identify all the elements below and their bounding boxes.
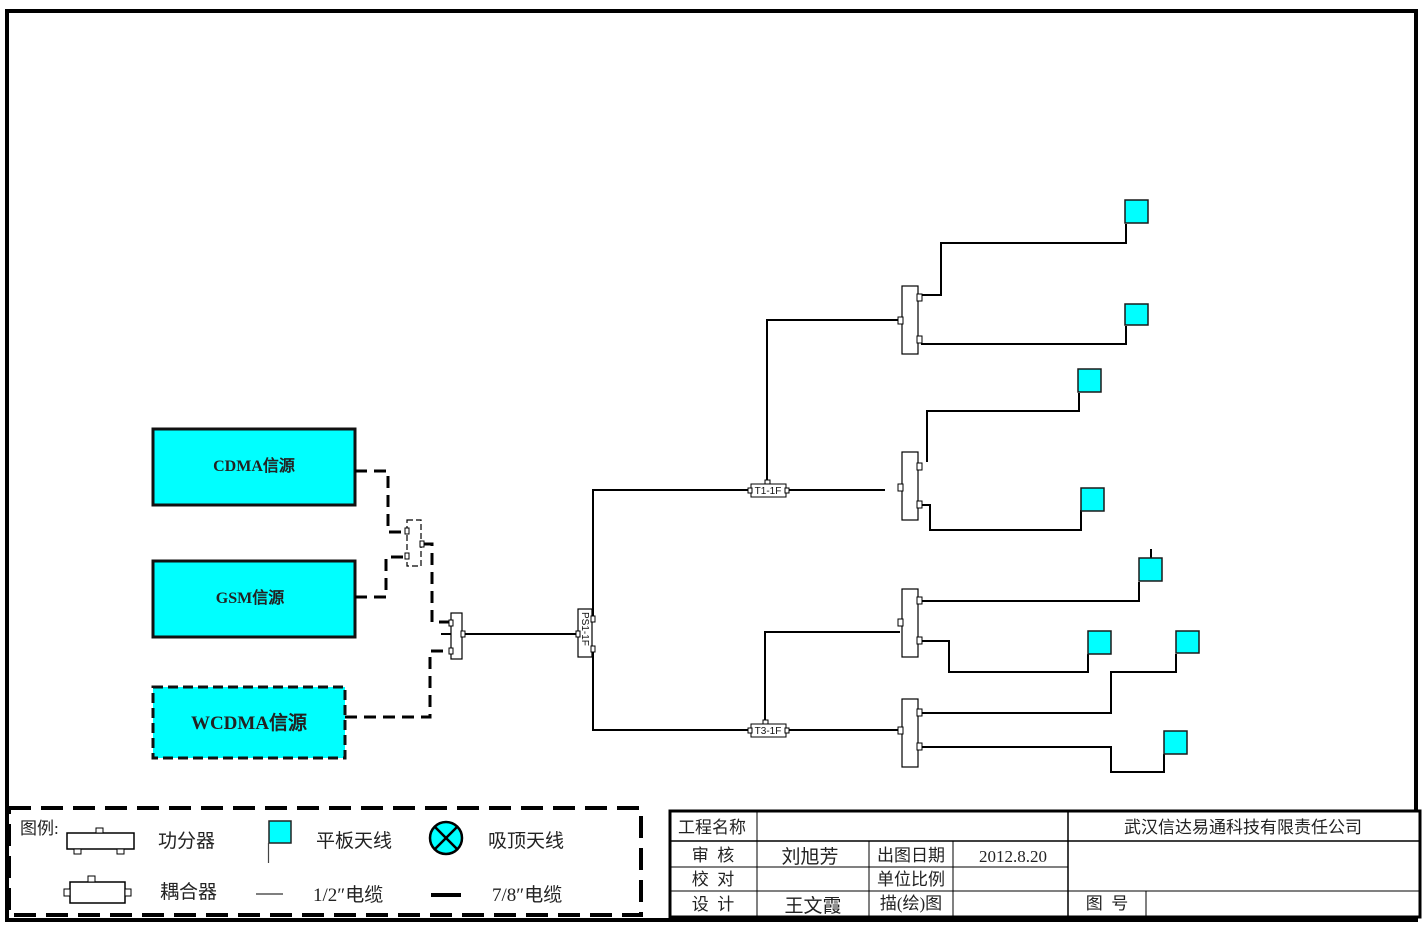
panel-antenna-7[interactable] xyxy=(1175,630,1200,654)
project-name-label: 工程名称 xyxy=(678,818,746,837)
company-name: 武汉信达易通科技有限责任公司 xyxy=(1124,818,1362,837)
combiner-2[interactable] xyxy=(441,612,466,660)
feeder-cables-7-8 xyxy=(345,469,450,719)
coupler-t3-label: T3-1F xyxy=(755,726,782,737)
splitter-ps1-label: PS1-1F xyxy=(579,612,590,646)
cables-1-2 xyxy=(465,224,1177,773)
splitter-a[interactable] xyxy=(897,285,923,355)
review-label: 审 核 xyxy=(692,846,735,865)
splitter-ps1[interactable]: PS1-1F xyxy=(575,608,596,658)
legend-label-ceiling-antenna: 吸顶天线 xyxy=(488,830,564,852)
cable-wcdma xyxy=(345,649,450,719)
legend-label-thick-cable: 7/8″电缆 xyxy=(492,884,562,906)
cable-combiner1-to-combiner2 xyxy=(422,542,450,624)
design-value: 王文霞 xyxy=(784,895,841,917)
drawing-no-label: 图 号 xyxy=(1086,894,1129,913)
cable-cdma xyxy=(355,469,407,534)
source-wcdma[interactable]: WCDMA信源 xyxy=(151,685,347,760)
review-value: 刘旭芳 xyxy=(781,846,838,868)
panel-antenna-3[interactable] xyxy=(1077,368,1102,393)
source-gsm-label: GSM信源 xyxy=(216,588,284,607)
cable-gsm xyxy=(355,555,405,599)
scale-label: 单位比例 xyxy=(877,870,945,889)
panel-antenna-5[interactable] xyxy=(1138,557,1163,582)
panel-antenna-2[interactable] xyxy=(1124,303,1149,326)
date-label: 出图日期 xyxy=(877,846,945,865)
legend-label-coupler: 耦合器 xyxy=(160,881,217,903)
coupler-t3[interactable]: T3-1F xyxy=(747,719,790,738)
panel-antenna-icon xyxy=(267,820,292,863)
drawing-frame xyxy=(5,9,1418,922)
combiner-1[interactable] xyxy=(404,519,425,567)
panel-antenna-1[interactable] xyxy=(1124,199,1149,224)
source-gsm[interactable]: GSM信源 xyxy=(151,559,357,639)
coupler-icon xyxy=(63,875,132,904)
legend-label-panel-antenna: 平板天线 xyxy=(316,830,392,852)
splitter-d[interactable] xyxy=(897,698,923,768)
legend: 图例: 功分器 平板天线 吸顶天线 耦合器 1/2″电缆 xyxy=(7,806,643,917)
splitter-c[interactable] xyxy=(897,588,923,658)
check-label: 校 对 xyxy=(692,870,735,889)
coupler-t1[interactable]: T1-1F xyxy=(747,479,790,498)
ceiling-antenna-icon xyxy=(428,820,464,856)
splitter-b[interactable] xyxy=(897,451,923,521)
splitter-icon xyxy=(66,827,135,855)
panel-antenna-4[interactable] xyxy=(1080,487,1105,512)
source-cdma-label: CDMA信源 xyxy=(213,456,295,475)
panel-antenna-6[interactable] xyxy=(1087,630,1112,655)
coupler-t1-label: T1-1F xyxy=(755,486,782,497)
design-label: 设 计 xyxy=(692,895,735,914)
title-block: 工程名称 武汉信达易通科技有限责任公司 审 核 刘旭芳 出图日期 2012.8.… xyxy=(668,809,1422,919)
legend-label-splitter: 功分器 xyxy=(158,830,215,852)
date-value: 2012.8.20 xyxy=(979,847,1047,866)
source-cdma[interactable]: CDMA信源 xyxy=(151,427,357,507)
source-wcdma-label: WCDMA信源 xyxy=(191,711,307,734)
drawing-label: 描(绘)图 xyxy=(880,894,942,913)
panel-antenna-8[interactable] xyxy=(1163,730,1188,755)
legend-title: 图例: xyxy=(20,819,59,838)
legend-label-thin-cable: 1/2″电缆 xyxy=(313,884,383,906)
